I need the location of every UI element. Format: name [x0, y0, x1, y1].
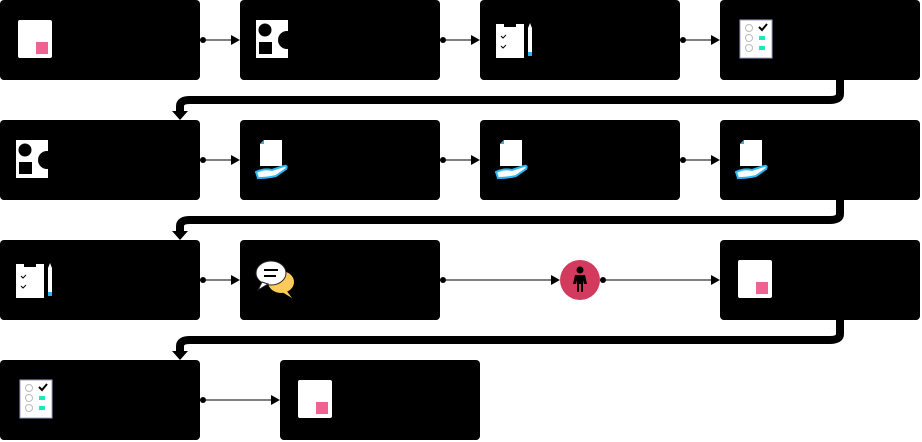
edge-arrowhead — [231, 275, 240, 285]
step-14 — [280, 360, 480, 440]
edge-n8-n9 — [176, 200, 844, 232]
wrap-connector — [176, 200, 844, 232]
edge-arrowhead — [172, 231, 188, 240]
step-1 — [0, 0, 200, 80]
actor-node — [560, 260, 600, 300]
edge-n2-n3 — [440, 37, 472, 43]
edge-arrowhead — [271, 395, 280, 405]
edge-n12-n13 — [176, 320, 844, 352]
note-card-icon — [294, 378, 338, 422]
shapes-icon — [254, 18, 298, 62]
step-6 — [240, 120, 440, 200]
step-3 — [480, 0, 680, 80]
checklist-icon — [14, 378, 58, 422]
chat-bubbles-icon — [254, 258, 298, 302]
edge-n6-n7 — [440, 157, 472, 163]
edge-arrowhead — [471, 35, 480, 45]
edge-arrowhead — [551, 275, 560, 285]
edge-arrowhead — [172, 351, 188, 360]
note-card-icon — [14, 18, 58, 62]
step-4 — [720, 0, 920, 80]
edge-arrowhead — [231, 155, 240, 165]
edge-n4-n5 — [176, 80, 844, 112]
checklist-icon — [734, 18, 778, 62]
edge-arrowhead — [711, 155, 720, 165]
step-7 — [480, 120, 680, 200]
edge-n13-n14 — [200, 397, 272, 403]
edge-n7-n8 — [680, 157, 712, 163]
person-icon — [560, 260, 600, 300]
wrap-connector — [176, 80, 844, 112]
edge-n5-n6 — [200, 157, 232, 163]
edge-arrowhead — [471, 155, 480, 165]
step-5 — [0, 120, 200, 200]
step-13 — [0, 360, 200, 440]
note-card-icon — [734, 258, 778, 302]
step-8 — [720, 120, 920, 200]
clipboard-pencil-icon — [14, 258, 58, 302]
step-12 — [720, 240, 920, 320]
step-9 — [0, 240, 200, 320]
edge-n3-n4 — [680, 37, 712, 43]
wrap-connector — [176, 320, 844, 352]
step-2 — [240, 0, 440, 80]
edge-arrowhead — [711, 35, 720, 45]
clipboard-pencil-icon — [494, 18, 538, 62]
edge-n9-n10 — [200, 277, 232, 283]
document-hand-icon — [494, 138, 538, 182]
document-hand-icon — [254, 138, 298, 182]
edge-arrowhead — [711, 275, 720, 285]
edge-arrowhead — [231, 35, 240, 45]
edge-n1-n2 — [200, 37, 232, 43]
document-hand-icon — [734, 138, 778, 182]
edge-n11-n12 — [600, 277, 712, 283]
step-10 — [240, 240, 440, 320]
shapes-icon — [14, 138, 58, 182]
edge-n10-n11 — [440, 277, 552, 283]
edge-arrowhead — [172, 111, 188, 120]
